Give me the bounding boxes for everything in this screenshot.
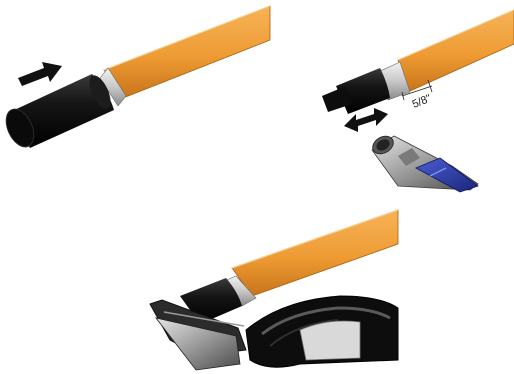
panel-2-heat-shrink: 5/8" <box>322 10 514 192</box>
dimension-label: 5/8" <box>411 92 433 110</box>
cable-jacket <box>232 210 398 296</box>
arrow-right-icon <box>18 62 62 86</box>
cable-jacket <box>398 10 514 92</box>
heat-gun <box>369 133 478 192</box>
panel-3-crimp <box>150 210 398 370</box>
panel-1-slide-sleeve <box>1 6 270 151</box>
cable-jacket <box>104 6 270 98</box>
black-sleeve <box>322 68 390 114</box>
black-sleeve <box>1 72 115 151</box>
crimp-tool <box>150 296 398 370</box>
